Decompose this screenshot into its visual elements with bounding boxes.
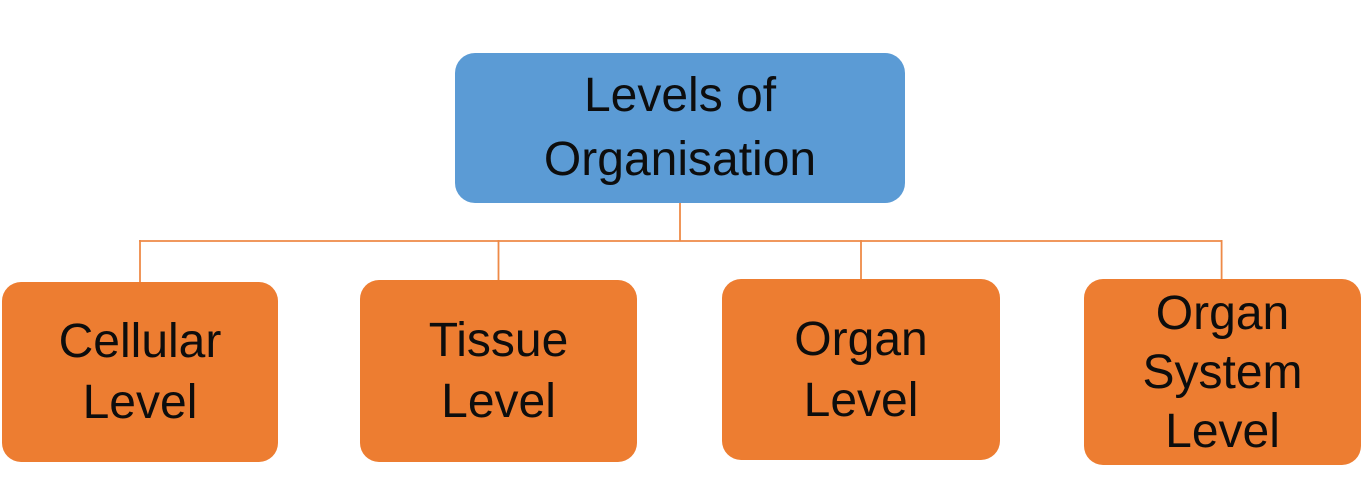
node-levels-of-organisation: Levels of Organisation <box>455 53 905 203</box>
node-organ-level: Organ Level <box>722 279 1000 460</box>
node-levels-of-organisation-label: Levels of Organisation <box>543 69 817 186</box>
node-tissue-level-label: Tissue Level <box>428 314 569 428</box>
node-cellular-level-label: Cellular Level <box>58 315 222 429</box>
node-organ-system-level: Organ System Level <box>1084 279 1361 465</box>
node-tissue-level: Tissue Level <box>360 280 637 462</box>
node-organ-system-level-label: Organ System Level <box>1142 286 1303 458</box>
node-organ-level-label: Organ Level <box>794 312 928 427</box>
node-cellular-level: Cellular Level <box>2 282 278 462</box>
